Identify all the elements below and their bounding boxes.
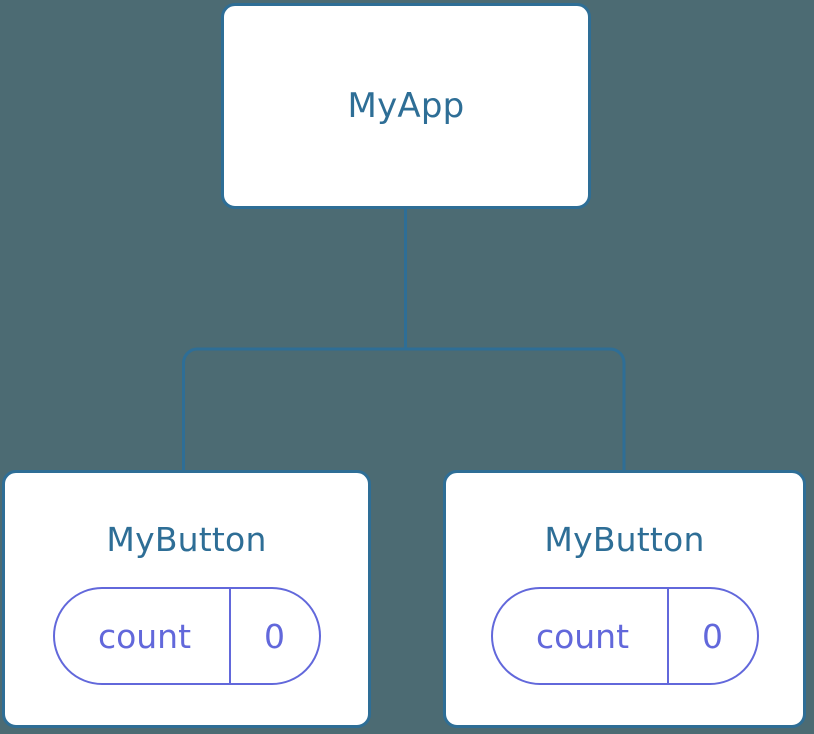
state-value-label: 0 xyxy=(702,616,723,656)
edge-branch-right xyxy=(405,347,626,470)
edge-branch-left xyxy=(182,347,406,470)
component-node-mybutton-1[interactable]: MyButton count 0 xyxy=(2,470,371,728)
state-value-label: 0 xyxy=(264,616,285,656)
component-node-mybutton-2[interactable]: MyButton count 0 xyxy=(443,470,806,728)
component-node-title: MyButton xyxy=(544,520,705,559)
state-badge[interactable]: count 0 xyxy=(490,587,759,685)
state-key-label: count xyxy=(493,589,669,683)
state-key-label: count xyxy=(55,589,231,683)
component-node-myapp[interactable]: MyApp xyxy=(221,3,591,209)
component-node-title: MyApp xyxy=(347,86,465,126)
component-node-title: MyButton xyxy=(106,520,267,559)
state-badge[interactable]: count 0 xyxy=(52,587,321,685)
